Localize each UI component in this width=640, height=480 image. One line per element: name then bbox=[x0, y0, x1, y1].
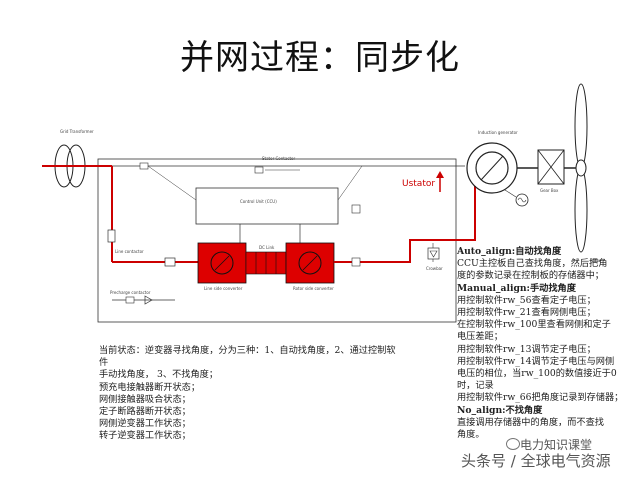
dc-link-label: DC Link bbox=[259, 245, 275, 250]
line-contactor-label: Line contactor bbox=[115, 249, 144, 254]
note-line: CCU主控板自己查找角度，然后把角 bbox=[457, 258, 608, 270]
note-line: 电压的相位，当rw_100的数值接近于0 bbox=[457, 368, 617, 380]
gearbox-label: Gear Box bbox=[540, 188, 559, 193]
line-side-converter bbox=[197, 242, 247, 284]
precharge-label: Precharge contactor bbox=[110, 290, 151, 295]
watermark-top: 电力知识课堂 bbox=[520, 438, 593, 452]
note-line: Auto_align:自动找角度 bbox=[457, 246, 562, 257]
rotor-side-converter bbox=[285, 242, 335, 284]
rotor-label: Rotor bbox=[590, 258, 601, 263]
state-line: 当前状态：逆变器寻找角度，分为三种：1、自动找角度，2、通过控制软件 bbox=[99, 345, 396, 369]
note-line: 用控制软件rw_21查看网侧电压； bbox=[457, 307, 596, 319]
control-unit-box bbox=[195, 187, 339, 225]
note-line: No_align:不找角度 bbox=[457, 404, 543, 416]
watermark-bottom: 头条号 / 全球电气资源 bbox=[461, 452, 611, 470]
state-line: 定子断路器断开状态； bbox=[99, 406, 191, 418]
crowbar-label: Crowbar bbox=[426, 266, 443, 271]
note-line: 用控制软件rw_13调节定子电压； bbox=[457, 343, 596, 355]
rotor-power-path bbox=[334, 186, 476, 263]
note-line: 角度。 bbox=[457, 429, 485, 441]
fuse bbox=[107, 229, 116, 243]
crowbar bbox=[427, 247, 440, 260]
note-line: 用控制软件rw_56查看定子电压； bbox=[457, 294, 596, 306]
wind-rotor bbox=[574, 83, 588, 253]
current-state-notes: 当前状态：逆变器寻找角度，分为三种：1、自动找角度，2、通过控制软件手动找角度，… bbox=[99, 345, 399, 443]
note-line: 度的参数记录在控制板的存储器中； bbox=[457, 270, 604, 282]
note-line: 在控制软件rw_100里查看网侧和定子 bbox=[457, 319, 611, 331]
grid-transformer-label: Grid Transformer bbox=[60, 129, 94, 134]
state-line: 网侧接触器吸合状态； bbox=[99, 393, 191, 405]
state-line: 转子逆变器工作状态； bbox=[99, 430, 191, 442]
page-title: 并网过程：同步化 bbox=[180, 38, 460, 78]
dc-link bbox=[245, 251, 287, 275]
generator-label: Induction generator bbox=[478, 130, 518, 135]
note-line: 电压差距； bbox=[457, 331, 503, 343]
note-line: 直接调用存储器中的角度，而不查找 bbox=[457, 416, 604, 428]
stator-contactor-label: Stator Contactor bbox=[262, 156, 296, 161]
note-line: 用控制软件rw_66把角度记录到存储器； bbox=[457, 392, 624, 404]
line-converter-label: Line side converter bbox=[204, 286, 243, 291]
state-line: 网侧逆变器工作状态； bbox=[99, 418, 191, 430]
note-line: 用控制软件rw_14调节定子电压与网侧 bbox=[457, 355, 615, 367]
control-unit-label: Control Unit (CCU) bbox=[240, 199, 277, 204]
ustator-label: Ustator bbox=[402, 179, 435, 189]
watermark-logo-icon bbox=[506, 438, 520, 450]
note-line: 时，记录 bbox=[457, 380, 494, 392]
state-line: 手动找角度， 3、不找角度； bbox=[99, 369, 219, 381]
rotor-converter-label: Rotor side converter bbox=[293, 286, 334, 291]
induction-generator bbox=[466, 142, 518, 194]
note-line: Manual_align:手动找角度 bbox=[457, 282, 576, 294]
state-line: 预充电接触器断开状态； bbox=[99, 381, 201, 393]
